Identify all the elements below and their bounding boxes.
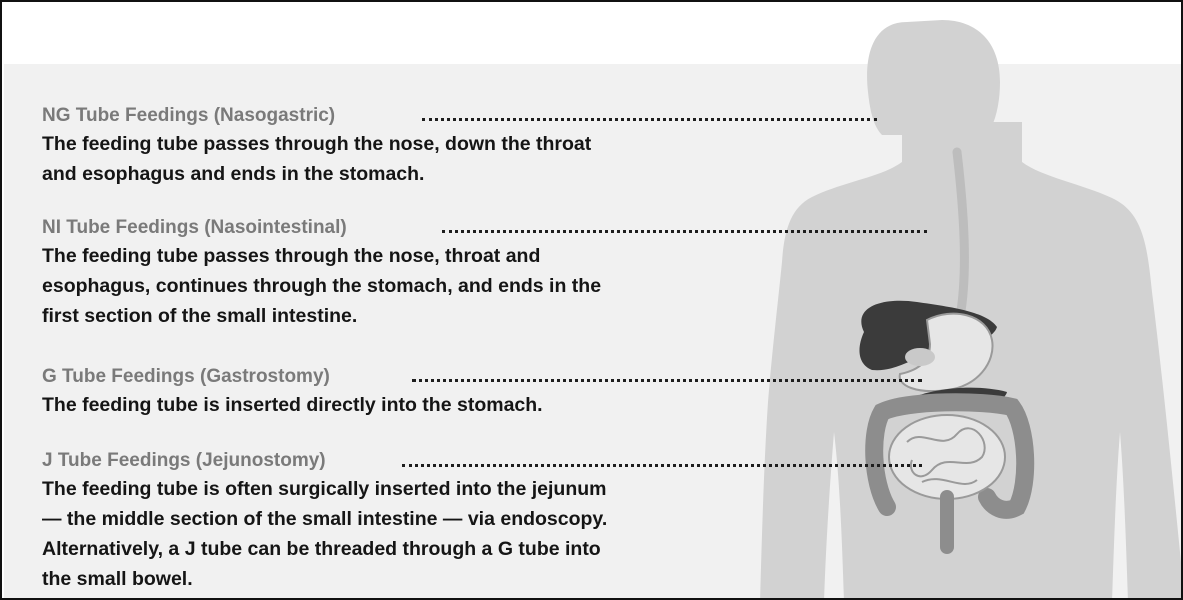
ni-tube-heading: NI Tube Feedings (Nasointestinal) — [42, 216, 601, 240]
j-tube-description-line-4: the small bowel. — [42, 565, 607, 593]
body-silhouette — [760, 20, 1181, 598]
j-tube-description-line-3: Alternatively, a J tube can be threaded … — [42, 535, 607, 563]
g-tube-heading: G Tube Feedings (Gastrostomy) — [42, 365, 543, 389]
j-tube-description-line-2: — the middle section of the small intest… — [42, 505, 607, 533]
g-tube-description-line-1: The feeding tube is inserted directly in… — [42, 391, 543, 419]
j-tube-description-line-1: The feeding tube is often surgically ins… — [42, 475, 607, 503]
ng-tube-entry: NG Tube Feedings (Nasogastric) The feedi… — [42, 104, 591, 188]
ng-tube-description-line-1: The feeding tube passes through the nose… — [42, 130, 591, 158]
ni-tube-entry: NI Tube Feedings (Nasointestinal) The fe… — [42, 216, 601, 330]
ni-tube-description-line-1: The feeding tube passes through the nose… — [42, 242, 601, 270]
small-intestine — [889, 415, 1005, 499]
j-tube-entry: J Tube Feedings (Jejunostomy) The feedin… — [42, 449, 607, 593]
ng-tube-description-line-2: and esophagus and ends in the stomach. — [42, 160, 591, 188]
ni-tube-description-line-2: esophagus, continues through the stomach… — [42, 272, 601, 300]
ni-tube-description-line-3: first section of the small intestine. — [42, 302, 601, 330]
g-tube-entry: G Tube Feedings (Gastrostomy) The feedin… — [42, 365, 543, 419]
gallbladder — [905, 348, 935, 366]
j-tube-heading: J Tube Feedings (Jejunostomy) — [42, 449, 607, 473]
ng-tube-heading: NG Tube Feedings (Nasogastric) — [42, 104, 591, 128]
